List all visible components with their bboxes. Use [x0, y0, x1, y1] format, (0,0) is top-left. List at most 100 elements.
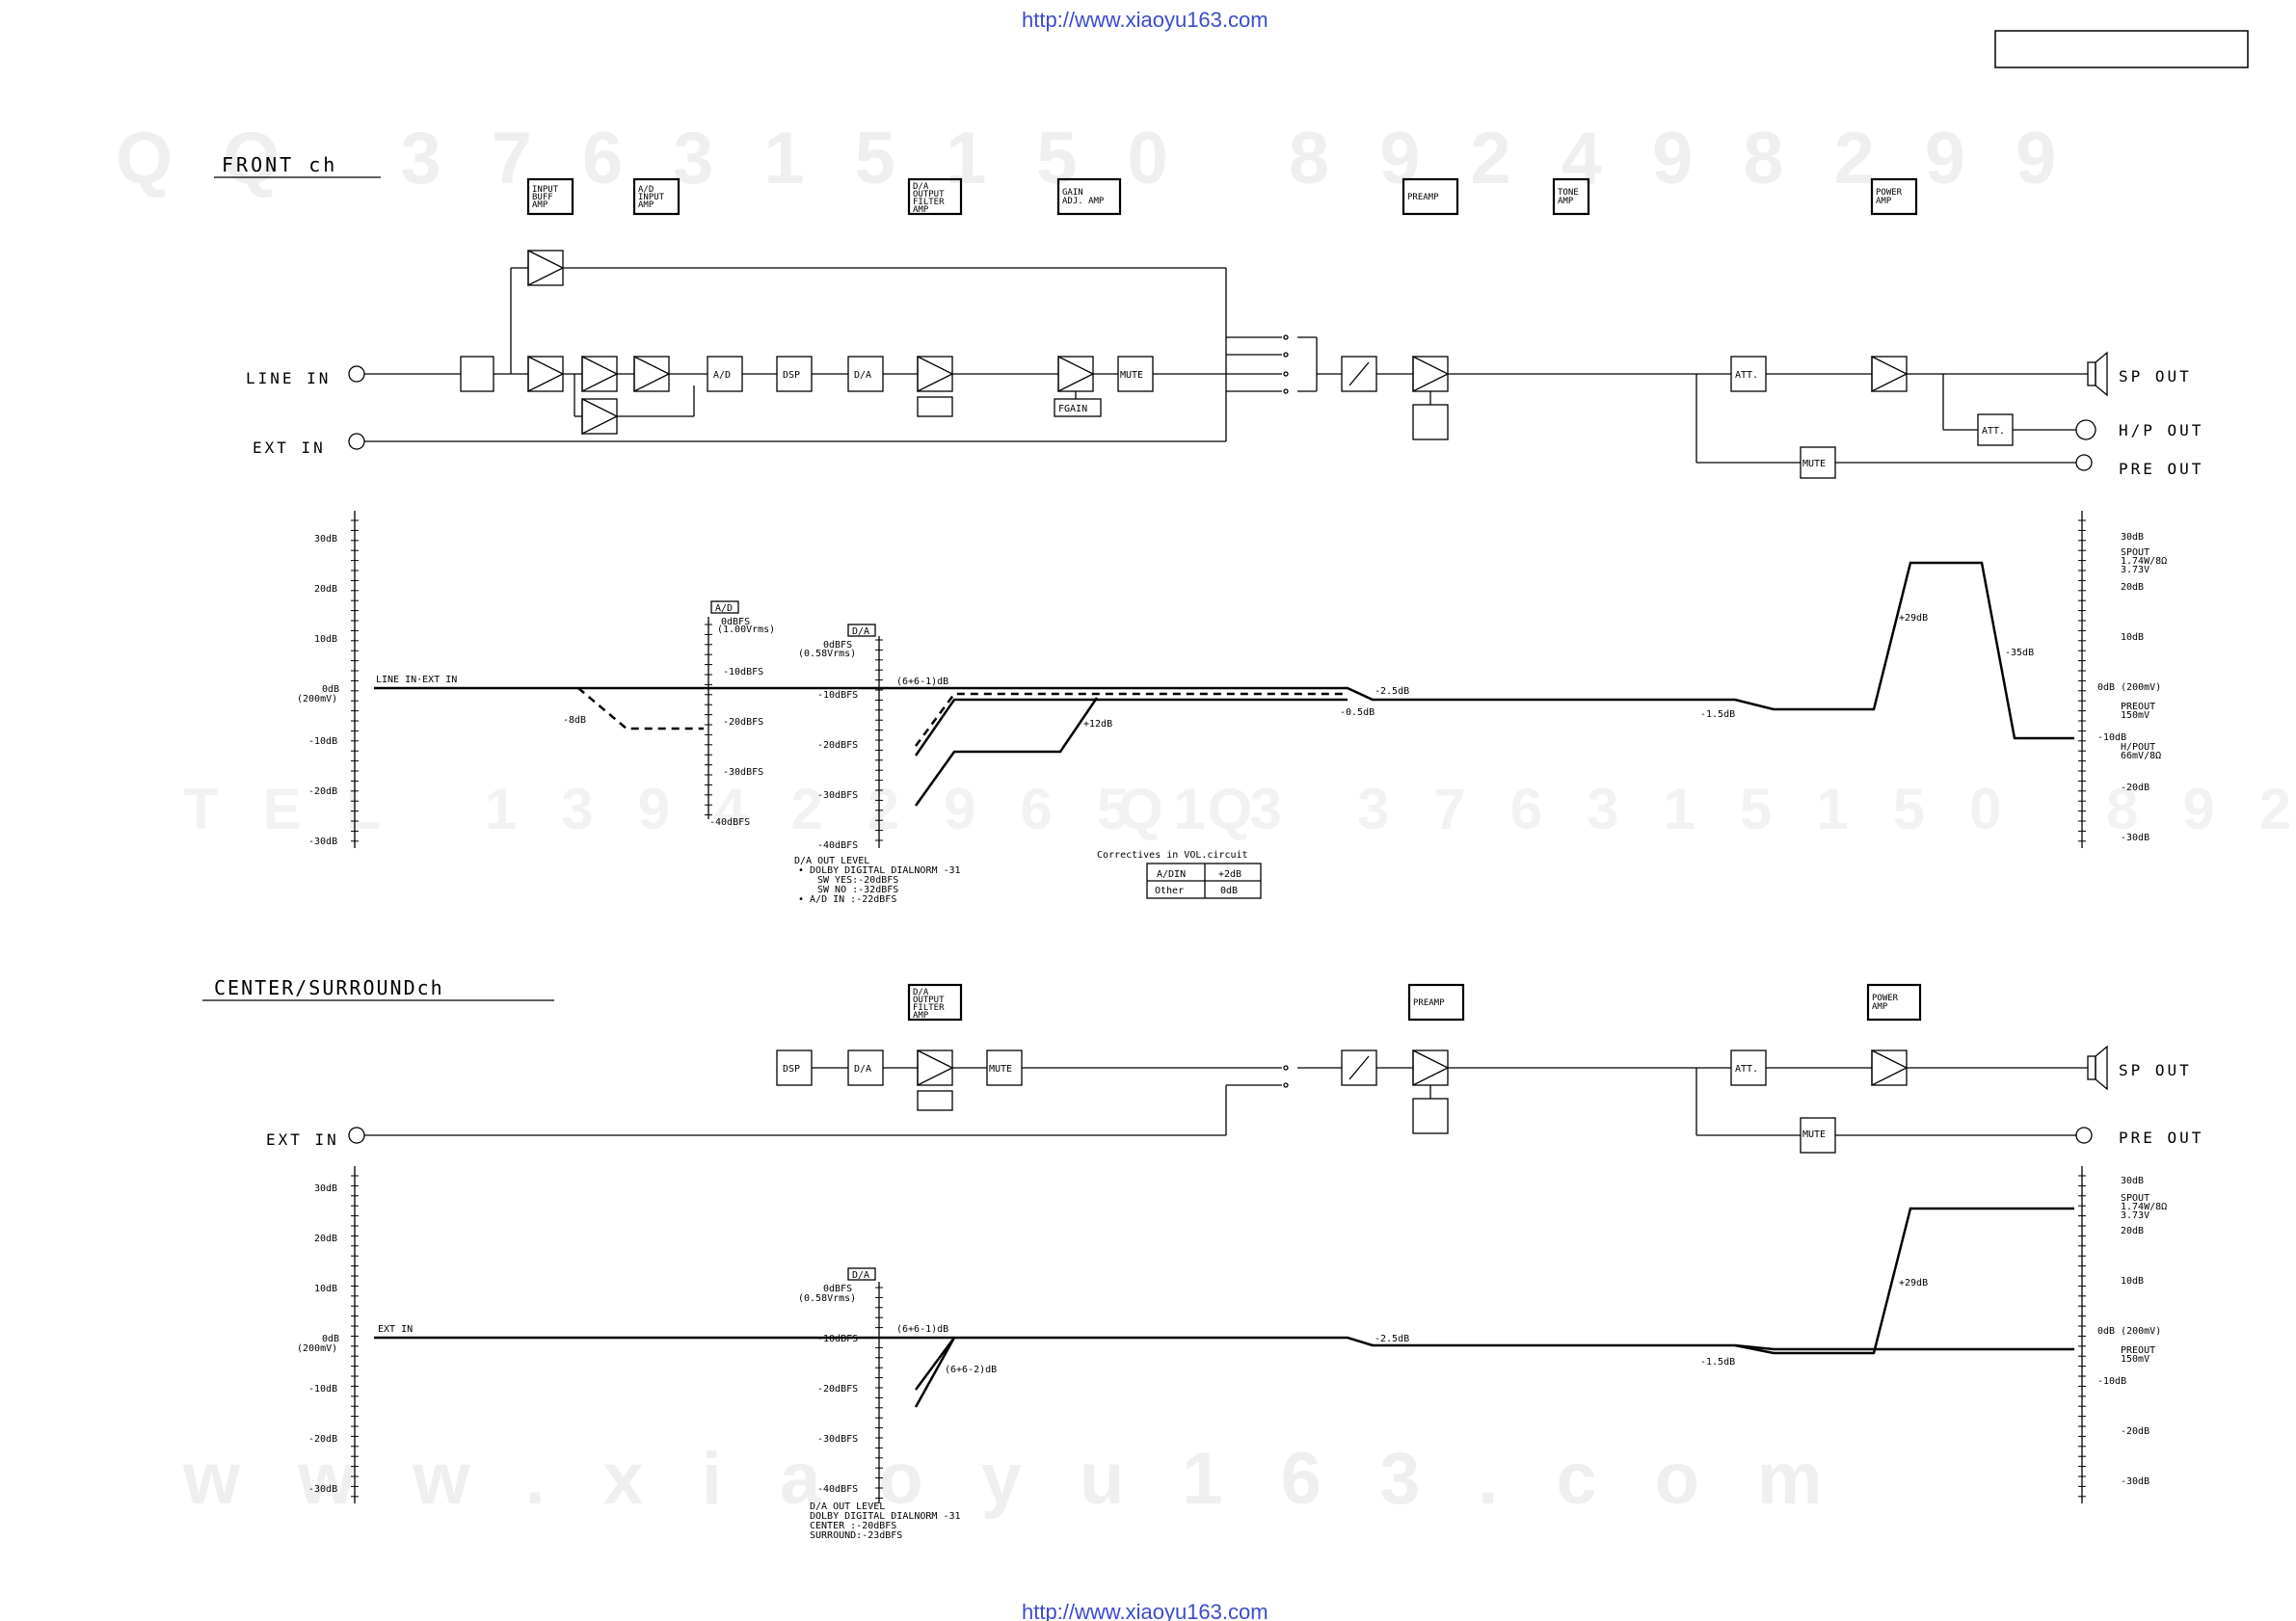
- block-ad-input-l3: AMP: [638, 200, 654, 210]
- da-out-l2: SW YES:-20dBFS: [817, 875, 898, 886]
- fr-scale-m30: -30dB: [2121, 833, 2149, 843]
- chain-da: D/A: [854, 370, 871, 381]
- cda-out-title: D/A OUT LEVEL: [810, 1501, 885, 1512]
- center-da-scale: D/A 0dBFS (0.58Vrms) -10dBFS -20dBFS -30…: [798, 1267, 876, 1495]
- label-hpout-1: H/POUT: [2121, 742, 2155, 753]
- front-level-line-dashed: [914, 692, 1348, 747]
- front-section: FRONT ch INPUT BUFF AMP A/D INPUT AMP D/…: [214, 153, 2203, 905]
- cr-scale-0: 0dB (200mV): [2097, 1326, 2161, 1337]
- watermark-www: www.xiaoyu163.com: [182, 1438, 1881, 1520]
- label-m25: -2.5dB: [1375, 686, 1409, 697]
- cda-scale-vrms: (0.58Vrms): [798, 1293, 856, 1304]
- front-left-ticks: [351, 519, 359, 842]
- tone-control: [1412, 404, 1449, 440]
- block-da-output-l4: AMP: [913, 205, 929, 215]
- label-spout-1: SPOUT: [2121, 547, 2149, 558]
- cr-scale-m30: -30dB: [2121, 1476, 2149, 1487]
- fr-scale-m20: -20dB: [2121, 783, 2149, 793]
- front-switch-box: [460, 356, 494, 392]
- front-signal-chain: LINE IN EXT IN A/D DSP: [246, 249, 2203, 479]
- fl-scale-10: 10dB: [314, 634, 337, 645]
- center-level-axes: [354, 1166, 2083, 1503]
- page-number-box: [1994, 30, 2249, 68]
- label-m15: -1.5dB: [1700, 709, 1735, 720]
- block-da-output-l2: OUTPUT: [913, 190, 945, 199]
- block-input-buff-l2: BUFF: [532, 193, 553, 202]
- center-left-ticks: [351, 1175, 359, 1498]
- corr-r1-c2: +2dB: [1218, 869, 1241, 880]
- chain-fgain: FGAIN: [1058, 404, 1087, 414]
- block-power-l1: POWER: [1876, 188, 1903, 198]
- center-signal-chain: DSP D/A MUTE ATT.: [266, 1045, 2203, 1154]
- cblock-da-l3: FILTER: [913, 1003, 945, 1013]
- front-left-scale: 30dB 20dB 10dB 0dB (200mV) -10dB -20dB -…: [297, 534, 339, 847]
- watermark-qq-top: QQ 376315150 892498299: [116, 118, 2106, 199]
- ad-scale-m30: -30dBFS: [723, 767, 763, 778]
- cblock-da-l1: D/A: [913, 988, 929, 997]
- da-scale-vrms: (0.58Vrms): [798, 649, 856, 659]
- headphone-jack-icon: [2075, 419, 2096, 440]
- url-top[interactable]: http://www.xiaoyu163.com: [1022, 8, 1268, 32]
- watermark-layer: QQ 376315150 892498299 TEL 13942296513 Q…: [116, 118, 2296, 1520]
- cda-out-l3: SURROUND:-23dBFS: [810, 1530, 902, 1541]
- ad-scale-m20: -20dBFS: [723, 717, 763, 728]
- fr-scale-10: 10dB: [2121, 632, 2144, 643]
- label-spout-2: 1.74W/8Ω: [2121, 556, 2167, 567]
- da-out-l1: • DOLBY DIGITAL DIALNORM -31: [798, 865, 961, 876]
- cr-scale-20: 20dB: [2121, 1226, 2144, 1236]
- center-da-ticks: [875, 1287, 883, 1499]
- input-ext-in: EXT IN: [253, 438, 326, 457]
- cl-scale-10: 10dB: [314, 1284, 337, 1294]
- label-spout-3: 3.73V: [2121, 565, 2149, 575]
- output-sp-out: SP OUT: [2119, 367, 2192, 385]
- ad-scale-title: A/D: [715, 603, 733, 614]
- front-da-ticks: [875, 639, 883, 841]
- center-left-scale: 30dB 20dB 10dB 0dB (200mV) -10dB -20dB -…: [297, 1183, 339, 1495]
- corr-r1-c1: A/DIN: [1157, 869, 1186, 880]
- cda-out-l1: DOLBY DIGITAL DIALNORM -31: [810, 1511, 961, 1522]
- chain-mute: MUTE: [1120, 370, 1143, 381]
- fl-scale-m20: -20dB: [308, 786, 337, 797]
- cda-scale-m40: -40dBFS: [817, 1484, 858, 1495]
- cl-scale-m30: -30dB: [308, 1484, 337, 1495]
- label-p29: +29dB: [1899, 613, 1928, 624]
- cchain-mute2: MUTE: [1802, 1129, 1826, 1140]
- cda-scale-0: 0dBFS: [823, 1284, 852, 1294]
- clabel-m15: -1.5dB: [1700, 1357, 1735, 1368]
- cblock-da-l4: AMP: [913, 1011, 929, 1021]
- front-level-axes: [354, 511, 2083, 848]
- corr-r2-c2: 0dB: [1220, 886, 1238, 896]
- fl-scale-20: 20dB: [314, 584, 337, 595]
- fl-scale-30: 30dB: [314, 534, 337, 545]
- chain-ad: A/D: [713, 370, 731, 381]
- chain-att2: ATT.: [1982, 426, 2005, 437]
- da-scale-m10: -10dBFS: [817, 690, 858, 701]
- block-input-buff-l1: INPUT: [532, 185, 559, 195]
- clabel-preout-2: 150mV: [2121, 1354, 2149, 1365]
- front-level-line-main: [374, 561, 2074, 740]
- watermark-tel: TEL 13942296513: [183, 777, 1326, 841]
- cr-scale-30: 30dB: [2121, 1176, 2144, 1186]
- cl-scale-m20: -20dB: [308, 1434, 337, 1445]
- front-right-scale: 30dB 20dB 10dB 0dB (200mV) -10dB -20dB -…: [2097, 532, 2161, 843]
- da-scale-title: D/A: [852, 626, 869, 637]
- label-hpout-2: 66mV/8Ω: [2121, 751, 2161, 761]
- front-right-ticks: [2078, 519, 2086, 842]
- center-right-scale: 30dB 20dB 10dB 0dB (200mV) -10dB -20dB -…: [2097, 1176, 2161, 1487]
- center-title: CENTER/SURROUNDch: [214, 976, 444, 999]
- url-bottom[interactable]: http://www.xiaoyu163.com: [1022, 1600, 1268, 1621]
- center-output-pre-out: PRE OUT: [2119, 1129, 2203, 1147]
- block-gain-adj-l2: ADJ. AMP: [1062, 197, 1105, 206]
- fr-scale-20: 20dB: [2121, 582, 2144, 593]
- block-input-buff-l3: AMP: [532, 200, 548, 210]
- clabel-ext: EXT IN: [378, 1324, 413, 1335]
- cchain-mute: MUTE: [989, 1064, 1012, 1075]
- front-amp-1: [527, 355, 565, 393]
- output-pre-out: PRE OUT: [2119, 460, 2203, 478]
- label-m35: -35dB: [2005, 648, 2034, 658]
- block-da-output-l3: FILTER: [913, 198, 945, 207]
- da-out-l4: • A/D IN :-22dBFS: [798, 894, 896, 905]
- cr-scale-m20: -20dB: [2121, 1426, 2149, 1437]
- center-pre-out-jack-icon: [2075, 1127, 2093, 1144]
